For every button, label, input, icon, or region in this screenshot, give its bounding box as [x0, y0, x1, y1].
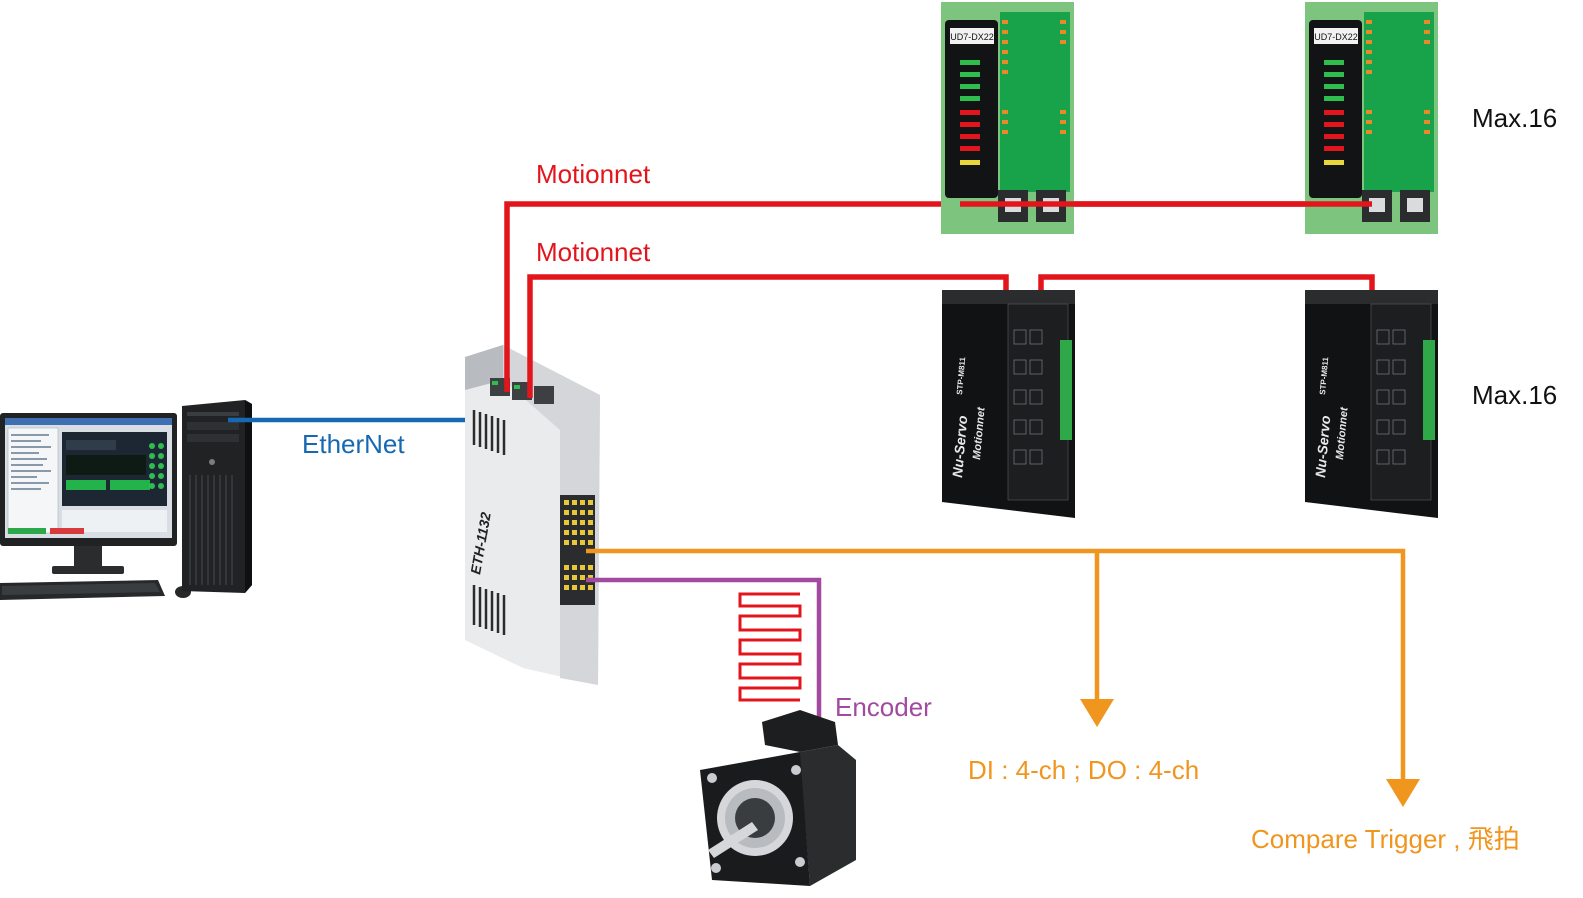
max-io-label: Max.16 [1472, 103, 1557, 133]
encoder-pulse-signal [738, 592, 802, 702]
io-module-2: UD7-DX22 [1305, 2, 1438, 234]
servo-1-bus: Motionnet [971, 406, 988, 461]
stepper-motor [700, 710, 856, 886]
dio-label: DI : 4-ch ; DO : 4-ch [968, 755, 1199, 785]
servo-1-brand: Nu-Servo [949, 414, 970, 478]
servo-2-model: STP-M811 [1318, 356, 1330, 395]
ethernet-label: EtherNet [302, 429, 405, 459]
motionnet-cable-servo-link [1038, 274, 1375, 300]
servo-1-model: STP-M811 [955, 356, 967, 395]
servo-2-brand: Nu-Servo [1312, 414, 1333, 478]
keyboard [0, 580, 165, 600]
servo-2-bus: Motionnet [1334, 406, 1351, 461]
io-module-1-model: UD7-DX22 [950, 32, 994, 42]
motionnet-label-servo: Motionnet [536, 237, 651, 267]
pc-workstation [0, 400, 252, 600]
io-module-1: UD7-DX22 [941, 2, 1074, 234]
compare-trigger-label: Compare Trigger , 飛拍 [1251, 824, 1520, 854]
eth-controller: ETH-1132 [465, 345, 600, 685]
servo-driver-2: Nu-Servo STP-M811 Motionnet [1305, 290, 1438, 518]
pc-tower [182, 400, 252, 593]
motionnet-cable-io [504, 201, 1372, 392]
dio-arrow-head [1080, 699, 1114, 727]
orange-main-line [586, 548, 1406, 782]
monitor [0, 413, 177, 574]
motionnet-label-io: Motionnet [536, 159, 651, 189]
servo-driver-1: Nu-Servo STP-M811 Motionnet [942, 290, 1075, 518]
motionnet-cable-servo [527, 274, 1009, 398]
encoder-label: Encoder [835, 692, 932, 722]
io-lines [586, 548, 1406, 782]
max-servo-label: Max.16 [1472, 380, 1557, 410]
compare-arrow-head [1386, 779, 1420, 807]
io-module-2-model: UD7-DX22 [1314, 32, 1358, 42]
encoder-cable [586, 577, 822, 720]
